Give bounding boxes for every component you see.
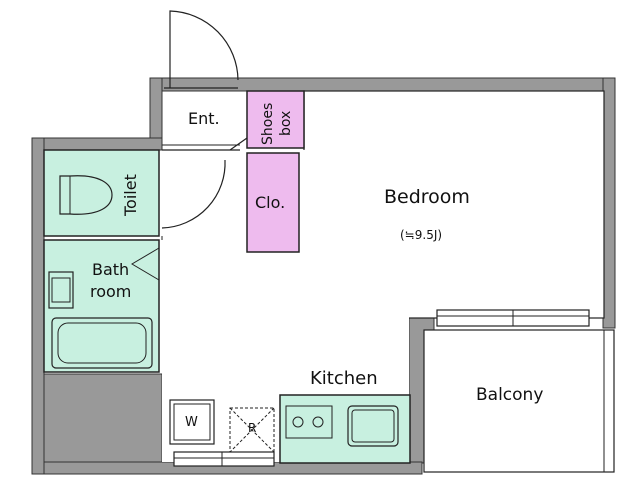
bath-label-line1: Bath: [92, 260, 130, 279]
closet: [246, 152, 300, 253]
entrance-door-swing: [169, 10, 239, 88]
bedroom-label: Bedroom: [384, 186, 470, 208]
refrigerator-label: R: [248, 421, 257, 435]
kitchen-sink-icon: [347, 405, 399, 447]
stove-icon: [285, 405, 333, 439]
walls: [31, 77, 616, 475]
wall-top-left: [149, 77, 163, 139]
balcony-label: Balcony: [476, 385, 544, 405]
sink-icon: [48, 271, 74, 309]
kitchen-counter: [279, 394, 411, 464]
shoes-box: [246, 90, 305, 149]
bath-label-line2: room: [90, 282, 132, 301]
bath-door-swing: [131, 247, 160, 281]
closet-label: Clo.: [255, 193, 286, 212]
toilet-bowl-icon: [59, 175, 113, 215]
shoes-box-label-line1: Shoes: [260, 102, 276, 145]
wall-right: [602, 77, 616, 329]
toilet-label: Toilet: [121, 174, 140, 216]
hall-door-swing: [161, 159, 226, 229]
balcony: [423, 329, 615, 473]
entrance-label: Ent.: [188, 109, 220, 128]
bedroom-area-label: (≒9.5J): [400, 228, 443, 242]
wall-bath-left: [31, 137, 45, 475]
shoes-box-label-line2: box: [278, 110, 294, 136]
kitchen-label: Kitchen: [310, 368, 378, 389]
washer-space: [169, 399, 215, 445]
kitchen-window: [173, 451, 275, 467]
washer-label: W: [185, 415, 198, 430]
bathtub-icon: [51, 317, 153, 369]
